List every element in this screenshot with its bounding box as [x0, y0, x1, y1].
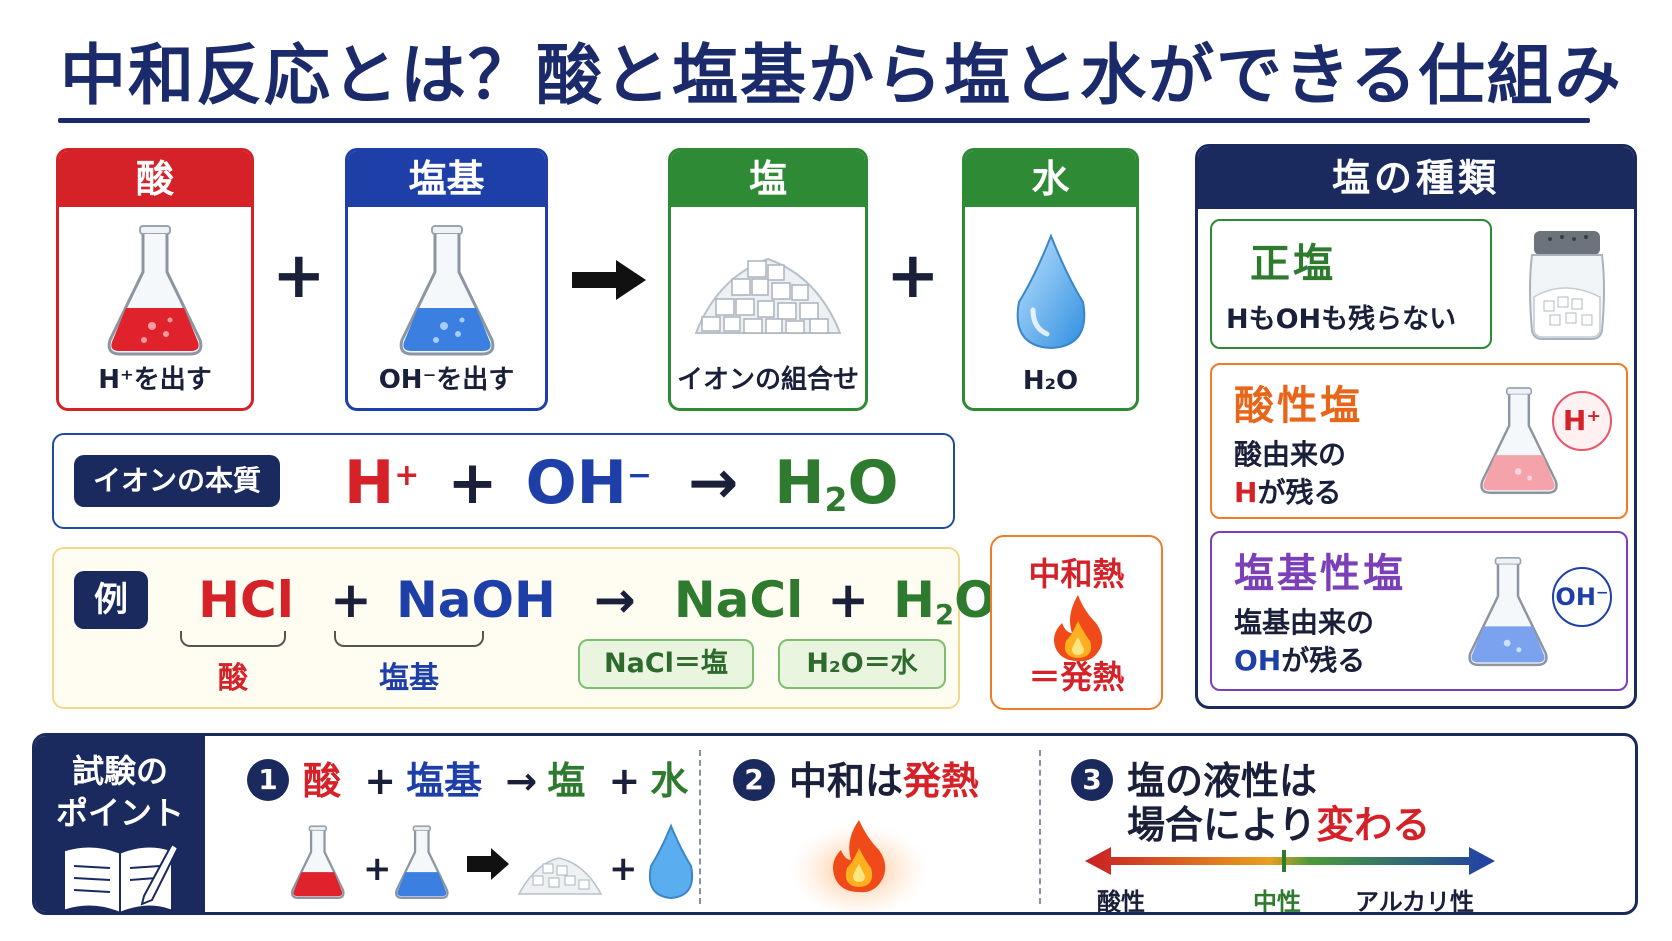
acid-card-caption: H⁺を出す	[98, 365, 212, 395]
acidic-salt-title: 酸性塩	[1234, 383, 1363, 429]
acid-brace	[180, 631, 286, 647]
point-3-heading-line2: 場合により変わる	[1127, 803, 1431, 847]
water-card: 水 H₂O	[962, 148, 1139, 411]
ion-essence-label: イオンの本質	[74, 455, 280, 507]
acidic-salt-desc-1: 酸由来の	[1234, 438, 1347, 471]
salt-card: 塩 イオンの組合せ	[668, 148, 868, 411]
red-flask-icon	[59, 217, 251, 367]
acidic-salt-desc-2: Hが残る	[1234, 476, 1342, 509]
h-ion-badge: H⁺	[1552, 391, 1612, 451]
salt-card-title: 塩	[671, 151, 865, 207]
base-card: 塩基 OH⁻を出す	[345, 148, 548, 411]
basic-salt-box: 塩基性塩 塩基由来の OHが残る OH⁻	[1210, 531, 1628, 691]
neutralization-heat-panel: 中和熱 ＝発熱	[990, 535, 1163, 710]
heat-title: 中和熱	[1028, 555, 1125, 593]
scale-neutral-label: 中性	[1253, 888, 1301, 915]
example-label: 例	[74, 571, 148, 629]
acid-label: 酸	[218, 661, 248, 696]
example-arrow: →	[593, 571, 636, 629]
glowing-flame-icon	[789, 818, 929, 912]
salt-types-panel: 塩の種類 正塩 HもOHも残らない 酸性塩 酸由来の Hが残る H⁺ 塩基性塩 …	[1195, 144, 1637, 709]
water-card-caption: H₂O	[1022, 366, 1079, 396]
hcl-formula: HCl	[198, 571, 294, 629]
ion-water: H2O	[774, 448, 899, 520]
flame-icon	[1054, 595, 1103, 662]
naoh-formula: NaOH	[395, 571, 556, 629]
base-card-title: 塩基	[348, 151, 545, 207]
base-card-caption: OH⁻を出す	[378, 365, 515, 395]
pink-flask-icon	[1480, 387, 1558, 494]
page-title: 中和反応とは？酸と塩基から塩と水ができる仕組み	[60, 37, 1623, 114]
basic-salt-desc-2: OHが残る	[1234, 644, 1366, 677]
ion-equation: H+ + OH− → H2O	[344, 441, 899, 525]
example-equation: HCl + NaOH → NaCl + H2O	[186, 563, 997, 637]
exam-points-label: 試験の ポイント	[35, 736, 205, 912]
divider	[1039, 750, 1041, 904]
blue-flask-icon	[348, 217, 545, 367]
normal-salt-box: 正塩 HもOHも残らない	[1210, 219, 1492, 349]
heat-subtitle: ＝発熱	[1028, 658, 1125, 696]
reaction-arrow-icon	[572, 258, 648, 306]
svg-text:+: +	[609, 849, 638, 889]
oh-ion-badge: OH⁻	[1552, 567, 1612, 627]
salt-card-caption: イオンの組合せ	[676, 365, 859, 395]
hydrogen-ion: H+	[344, 448, 420, 518]
acid-card: 酸 H⁺を出す	[56, 148, 254, 411]
normal-salt-title: 正塩	[1250, 241, 1336, 287]
divider	[699, 750, 701, 904]
acid-card-title: 酸	[59, 151, 251, 207]
hydroxide-ion: OH−	[525, 448, 653, 518]
open-book-pencil-icon	[65, 842, 180, 912]
example-plus: +	[827, 571, 870, 629]
plus-sign: +	[272, 239, 326, 313]
nacl-formula: NaCl	[673, 571, 804, 629]
ion-arrow: →	[688, 448, 739, 518]
base-brace	[334, 631, 484, 647]
basic-salt-title: 塩基性塩	[1234, 551, 1406, 597]
title-underline	[58, 118, 1590, 123]
acidic-salt-box: 酸性塩 酸由来の Hが残る H⁺	[1210, 363, 1628, 519]
water-formula: H2O	[893, 571, 997, 631]
point-1-reaction-illustration: + +	[290, 823, 693, 900]
scale-alkaline-label: アルカリ性	[1355, 888, 1475, 915]
basic-salt-desc-1: 塩基由来の	[1234, 606, 1375, 639]
ph-scale-arrow	[1085, 847, 1495, 875]
example-plus: +	[330, 571, 372, 629]
plus-sign: +	[886, 239, 940, 313]
salt-pile-icon	[671, 217, 865, 367]
salt-types-title: 塩の種類	[1198, 147, 1634, 209]
water-card-title: 水	[965, 151, 1136, 207]
normal-salt-desc: HもOHも残らない	[1226, 304, 1457, 335]
scale-acidic-label: 酸性	[1097, 888, 1145, 915]
water-drop-icon	[965, 217, 1136, 367]
base-label: 塩基	[379, 661, 439, 696]
svg-text:+: +	[363, 849, 392, 889]
water-tag: H₂O＝水	[778, 639, 946, 689]
light-blue-flask-icon	[1468, 556, 1548, 667]
ion-essence-panel: イオンの本質 H+ + OH− → H2O	[52, 433, 955, 529]
salt-shaker-icon	[1529, 231, 1605, 340]
salt-tag: NaCl＝塩	[578, 639, 754, 689]
ion-plus: +	[447, 448, 498, 518]
example-panel: 例 HCl + NaOH → NaCl + H2O 酸 塩基 NaCl＝塩 H₂…	[52, 547, 997, 709]
